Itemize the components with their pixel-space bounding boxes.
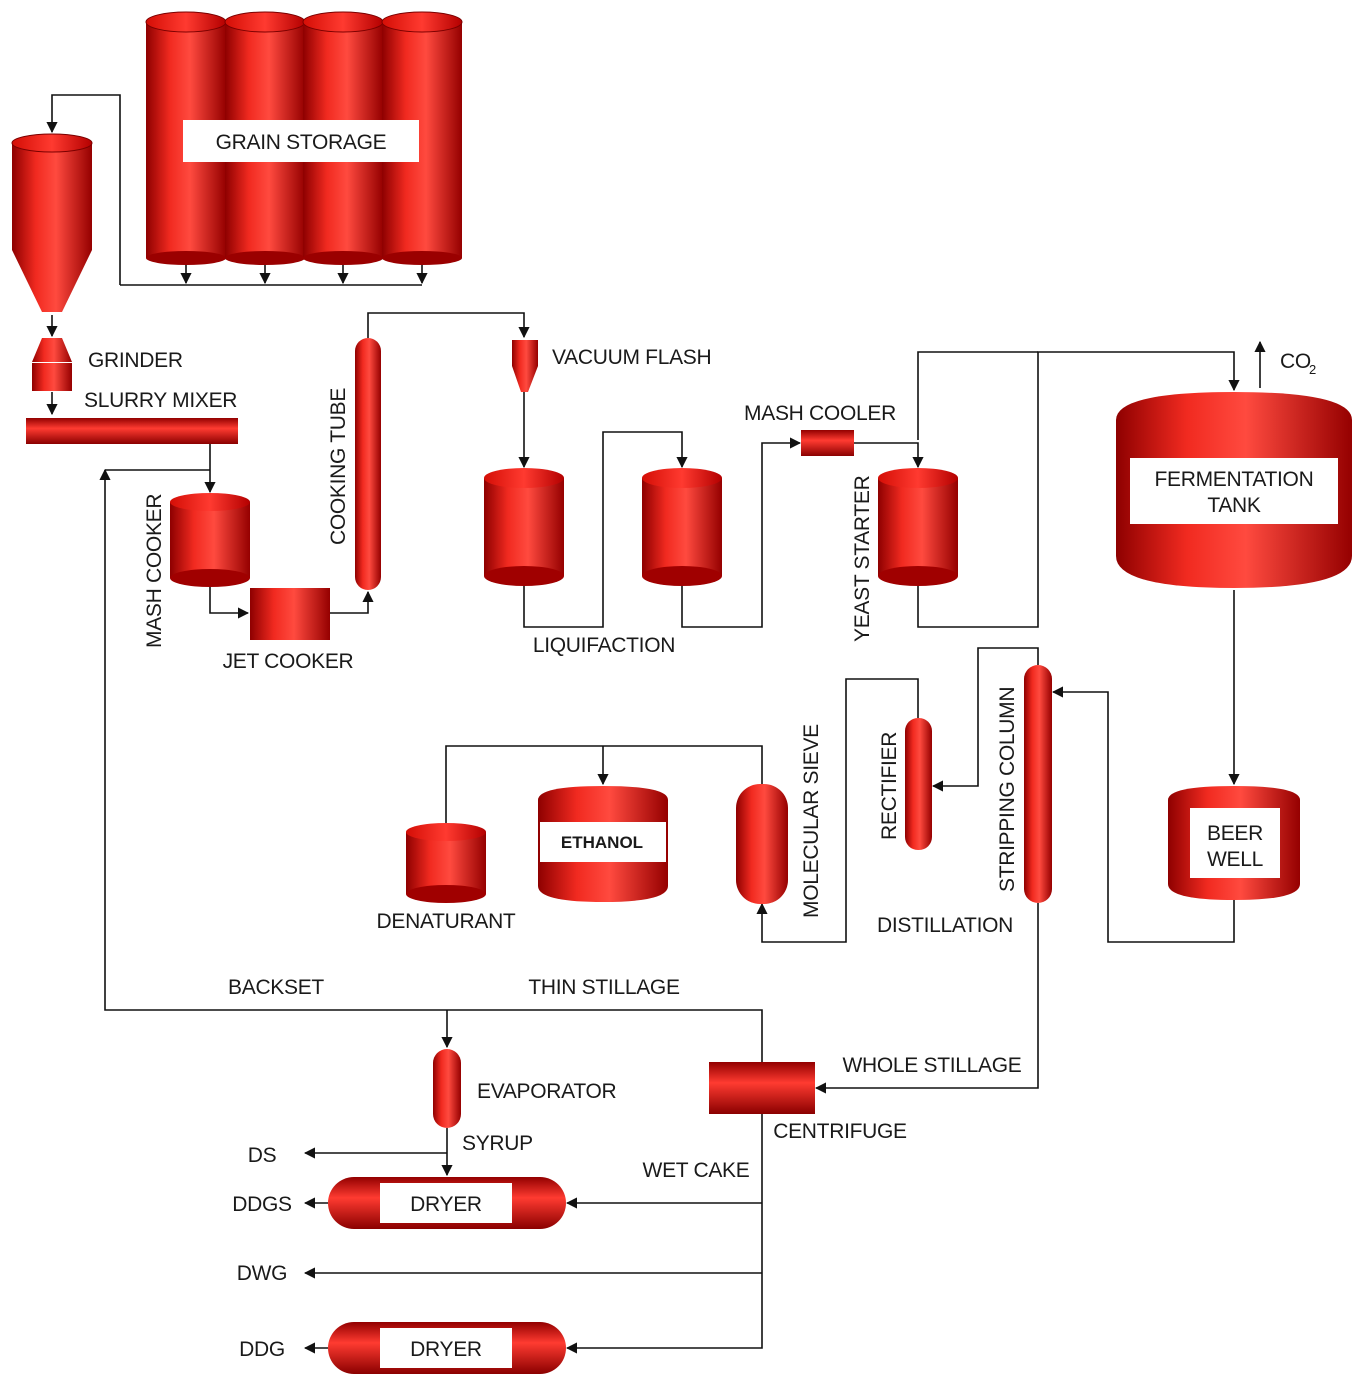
whole-stillage-label: WHOLE STILLAGE	[842, 1054, 1021, 1077]
molecular-sieve: MOLECULAR SIEVE	[736, 724, 823, 918]
stripping-column: STRIPPING COLUMN	[996, 665, 1052, 903]
jet-cooker-label: JET COOKER	[223, 650, 354, 673]
fermentation-tank: FERMENTATION TANK	[1116, 392, 1352, 588]
liquifaction-tank-1	[484, 468, 564, 586]
ds-label: DS	[248, 1144, 277, 1167]
denaturant-label: DENATURANT	[377, 910, 516, 933]
rectifier: RECTIFIER	[878, 718, 932, 850]
grinder-label: GRINDER	[88, 349, 183, 372]
grinder: GRINDER	[32, 338, 183, 391]
slurry-mixer-label: SLURRY MIXER	[84, 389, 237, 412]
dwg-label: DWG	[237, 1262, 287, 1285]
grain-hopper	[11, 133, 93, 312]
beer-well-label-line1: BEER	[1207, 822, 1263, 845]
dryer-2: DRYER	[328, 1322, 566, 1374]
stripping-column-label: STRIPPING COLUMN	[996, 687, 1019, 892]
thin-stillage-label: THIN STILLAGE	[528, 976, 680, 999]
wet-cake-label: WET CAKE	[643, 1159, 750, 1182]
syrup-label: SYRUP	[462, 1132, 533, 1155]
mash-cooler-label: MASH COOLER	[744, 402, 896, 425]
grain-storage-silos: GRAIN STORAGE	[145, 11, 463, 265]
dryer-1: DRYER	[328, 1177, 566, 1229]
mash-cooker-label: MASH COOKER	[143, 494, 166, 648]
vacuum-flash: VACUUM FLASH	[512, 340, 712, 392]
yeast-starter: YEAST STARTER	[851, 468, 958, 642]
mash-cooler: MASH COOLER	[744, 402, 896, 456]
co2-label: CO	[1280, 350, 1311, 373]
evaporator: EVAPORATOR	[433, 1049, 617, 1128]
ethanol-label: ETHANOL	[561, 833, 643, 852]
mash-cooker: MASH COOKER	[143, 493, 250, 648]
beer-well-label-box	[1190, 808, 1280, 878]
molecular-sieve-label: MOLECULAR SIEVE	[800, 724, 823, 918]
beer-well: BEER WELL	[1168, 786, 1300, 900]
cooking-tube-label: COOKING TUBE	[327, 388, 350, 545]
co2-subscript: 2	[1309, 362, 1316, 377]
cooking-tube: COOKING TUBE	[327, 338, 381, 590]
ddgs-label: DDGS	[232, 1193, 292, 1216]
rectifier-label: RECTIFIER	[878, 732, 901, 840]
grain-storage-label: GRAIN STORAGE	[216, 131, 387, 154]
vacuum-flash-label: VACUUM FLASH	[552, 346, 711, 369]
flow-lines	[46, 94, 1266, 1354]
co2-outlet: CO 2	[1280, 350, 1316, 377]
jet-cooker: JET COOKER	[223, 588, 354, 673]
dryer-1-label-box	[380, 1183, 512, 1223]
fermentation-tank-label-line2: TANK	[1207, 494, 1261, 517]
denaturant-tank: DENATURANT	[377, 823, 516, 933]
ethanol-label-box	[540, 822, 666, 862]
slurry-mixer: SLURRY MIXER	[26, 389, 238, 444]
liquifaction-label: LIQUIFACTION	[533, 634, 675, 657]
grain-collector-line	[46, 94, 121, 285]
ddg-label: DDG	[239, 1338, 285, 1361]
dryer-2-label: DRYER	[410, 1338, 482, 1361]
centrifuge-label: CENTRIFUGE	[773, 1120, 907, 1143]
fermentation-tank-label-line1: FERMENTATION	[1155, 468, 1314, 491]
fermentation-tank-label-box	[1130, 458, 1338, 524]
ethanol-tank: ETHANOL	[538, 786, 668, 902]
grain-storage-label-box	[183, 120, 419, 162]
distillation-label: DISTILLATION	[877, 914, 1013, 937]
backset-label: BACKSET	[228, 976, 324, 999]
centrifuge: CENTRIFUGE	[709, 1062, 907, 1143]
liquifaction-tank-2	[642, 468, 722, 586]
dryer-1-label: DRYER	[410, 1193, 482, 1216]
evaporator-label: EVAPORATOR	[477, 1080, 616, 1103]
dryer-2-label-box	[380, 1328, 512, 1368]
beer-well-label-line2: WELL	[1207, 848, 1263, 871]
yeast-starter-label: YEAST STARTER	[851, 475, 874, 642]
